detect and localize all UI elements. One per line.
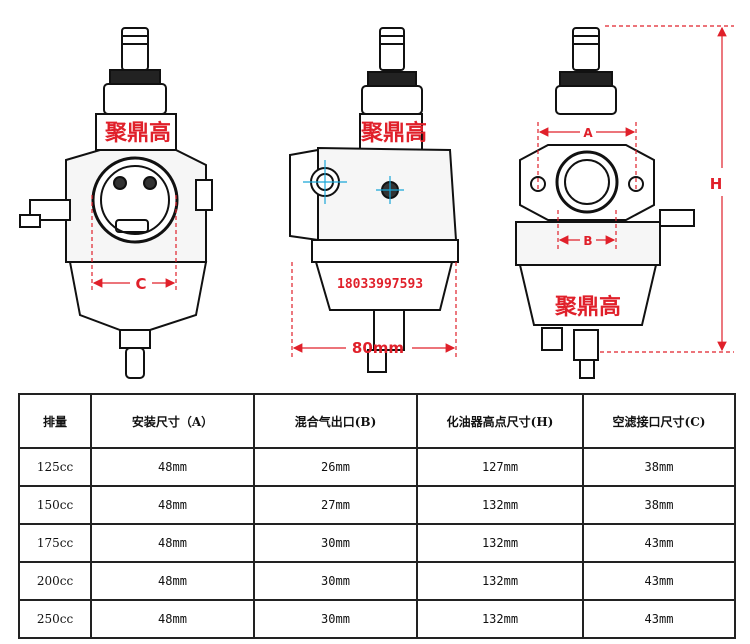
dimension-c-label: C	[135, 275, 146, 293]
header-height: 化油器高点尺寸(H)	[416, 393, 584, 449]
table-cell: 250cc	[18, 599, 92, 639]
table-cell: 38mm	[582, 485, 736, 525]
table-row: 200cc 48mm 30mm 132mm 43mm	[18, 561, 736, 601]
table-row: 125cc 48mm 26mm 127mm 38mm	[18, 447, 736, 487]
watermark-left: 聚鼎高	[104, 120, 171, 146]
table-cell: 30mm	[253, 599, 418, 639]
table-cell: 132mm	[416, 599, 584, 639]
table-cell: 30mm	[253, 561, 418, 601]
carburetor-side-view	[289, 27, 459, 373]
table-cell: 30mm	[253, 523, 418, 563]
phone-number: 18033997593	[337, 277, 423, 292]
header-displacement: 排量	[18, 393, 92, 449]
table-cell: 48mm	[90, 523, 255, 563]
dimension-h	[600, 25, 734, 353]
table-row: 175cc 48mm 30mm 132mm 43mm	[18, 523, 736, 563]
header-mixture-outlet: 混合气出口(B)	[253, 393, 418, 449]
header-air-filter: 空滤接口尺寸(C)	[582, 393, 736, 449]
table-header-row: 排量 安装尺寸（A） 混合气出口(B) 化油器高点尺寸(H) 空滤接口尺寸(C)	[18, 393, 736, 449]
table-cell: 26mm	[253, 447, 418, 487]
table-cell: 132mm	[416, 485, 584, 525]
dimension-a-label: A	[583, 126, 593, 140]
table-cell: 48mm	[90, 561, 255, 601]
table-cell: 43mm	[582, 599, 736, 639]
table-cell: 43mm	[582, 523, 736, 563]
table-cell: 48mm	[90, 485, 255, 525]
carburetor-front-view	[19, 27, 213, 379]
table-cell: 43mm	[582, 561, 736, 601]
dimension-width	[291, 262, 457, 358]
header-mount-size: 安装尺寸（A）	[90, 393, 255, 449]
dimension-b	[557, 210, 617, 250]
watermark-middle: 聚鼎高	[360, 120, 427, 146]
dimension-b-label: B	[583, 234, 592, 248]
spec-table: 排量 安装尺寸（A） 混合气出口(B) 化油器高点尺寸(H) 空滤接口尺寸(C)…	[18, 393, 736, 639]
carburetor-rear-view	[515, 27, 695, 379]
dimension-a	[537, 122, 637, 192]
dimension-h-label: H	[710, 175, 723, 193]
watermark-right: 聚鼎高	[554, 294, 621, 320]
table-cell: 200cc	[18, 561, 92, 601]
table-cell: 132mm	[416, 561, 584, 601]
table-cell: 38mm	[582, 447, 736, 487]
dimension-c	[91, 195, 177, 290]
table-cell: 125cc	[18, 447, 92, 487]
dimension-width-label: 80mm	[352, 339, 404, 357]
table-cell: 127mm	[416, 447, 584, 487]
table-cell: 48mm	[90, 599, 255, 639]
table-cell: 132mm	[416, 523, 584, 563]
table-cell: 175cc	[18, 523, 92, 563]
hub-markers	[303, 160, 404, 204]
table-cell: 150cc	[18, 485, 92, 525]
carburetor-diagram: C 聚鼎高 80mm 18033997593 聚鼎高	[19, 25, 734, 379]
table-row: 150cc 48mm 27mm 132mm 38mm	[18, 485, 736, 525]
table-row: 250cc 48mm 30mm 132mm 43mm	[18, 599, 736, 639]
table-cell: 27mm	[253, 485, 418, 525]
table-cell: 48mm	[90, 447, 255, 487]
